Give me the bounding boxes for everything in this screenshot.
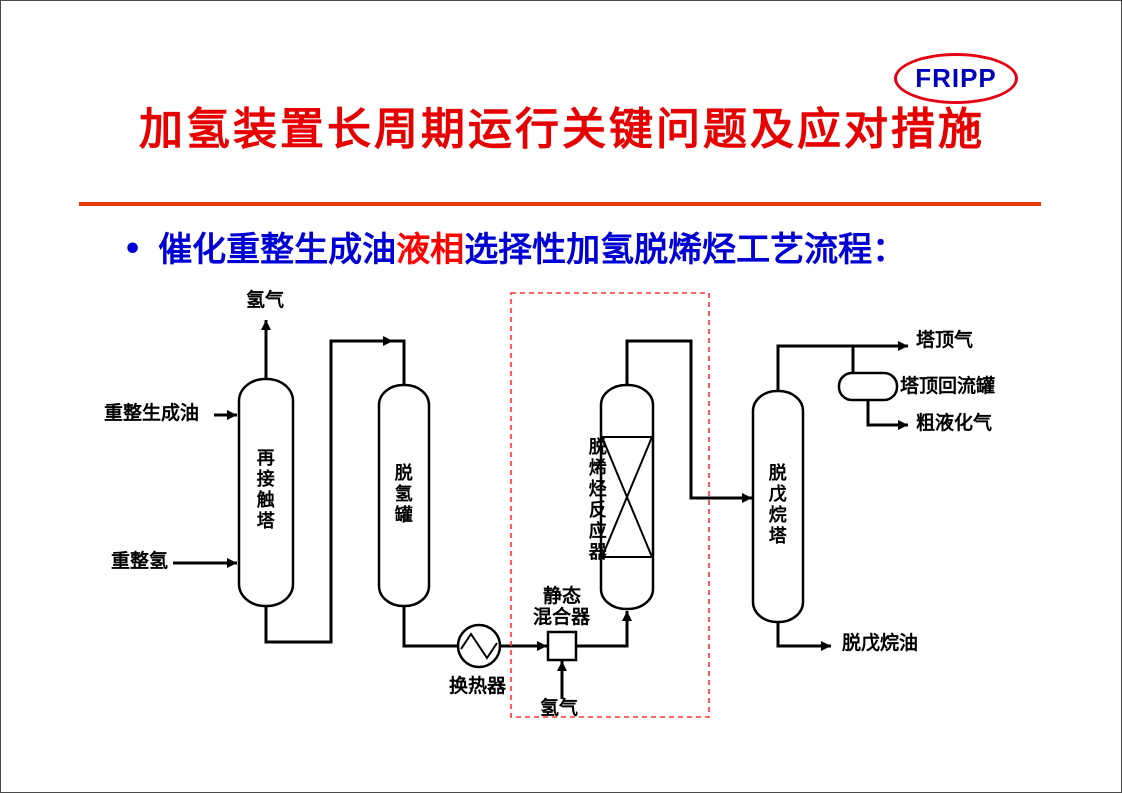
label-reformate-feed: 重整生成油 (104, 402, 200, 424)
reflux-drum-vessel (837, 371, 899, 402)
stream-reactor-to-depentanizer (625, 339, 752, 503)
label-crude-lpg: 粗液化气 (916, 412, 993, 434)
reactor-bed-symbol (601, 436, 653, 558)
bullet-text-post: 选择性加氢脱烯烃工艺流程： (464, 230, 907, 270)
label-recontact-tower: 再接触塔 (253, 448, 275, 532)
label-hydrogen-bottom: 氢气 (540, 697, 579, 719)
label-overhead-gas: 塔顶气 (916, 329, 974, 351)
label-heat-exchanger: 换热器 (449, 675, 507, 697)
fripp-logo-text: FRIPP (915, 63, 997, 93)
stream-crude-lpg (866, 400, 908, 430)
label-static-mixer-line1: 静态 (543, 585, 582, 607)
bullet-text-pre: 催化重整生成油 (158, 230, 397, 270)
bullet-line: • 催化重整生成油液相选择性加氢脱烯烃工艺流程： (123, 222, 906, 271)
label-reflux-drum: 塔顶回流罐 (900, 375, 996, 397)
label-dehydrogen-drum: 脱氢罐 (391, 463, 413, 526)
stream-drum-to-exchanger (402, 605, 458, 648)
dashed-highlight-box (510, 292, 710, 718)
static-mixer-box (546, 630, 578, 662)
label-static-mixer-line2: 混合器 (533, 606, 591, 628)
title-divider (79, 202, 1041, 206)
stream-depentanized-oil (776, 622, 831, 651)
label-hydrogen-top: 氢气 (246, 289, 285, 311)
label-depentanizer: 脱戊烷塔 (765, 463, 787, 547)
bullet-text-highlight: 液相 (396, 230, 465, 270)
stream-overhead-gas (776, 341, 908, 390)
stream-mixer-to-reactor (576, 611, 632, 648)
heat-exchanger-symbol (456, 623, 502, 669)
stream-drum-inlet (393, 339, 406, 384)
label-deolefin-reactor: 脱烯烃反应器 (585, 437, 607, 563)
bullet-dot: • (123, 232, 143, 267)
fripp-logo: FRIPP (894, 53, 1018, 104)
stream-tower-to-drum (264, 336, 393, 644)
label-depentanized-oil: 脱戊烷油 (842, 632, 919, 654)
page-title: 加氢装置长周期运行关键问题及应对措施 (139, 104, 985, 155)
label-reformer-hydrogen: 重整氢 (111, 550, 169, 572)
